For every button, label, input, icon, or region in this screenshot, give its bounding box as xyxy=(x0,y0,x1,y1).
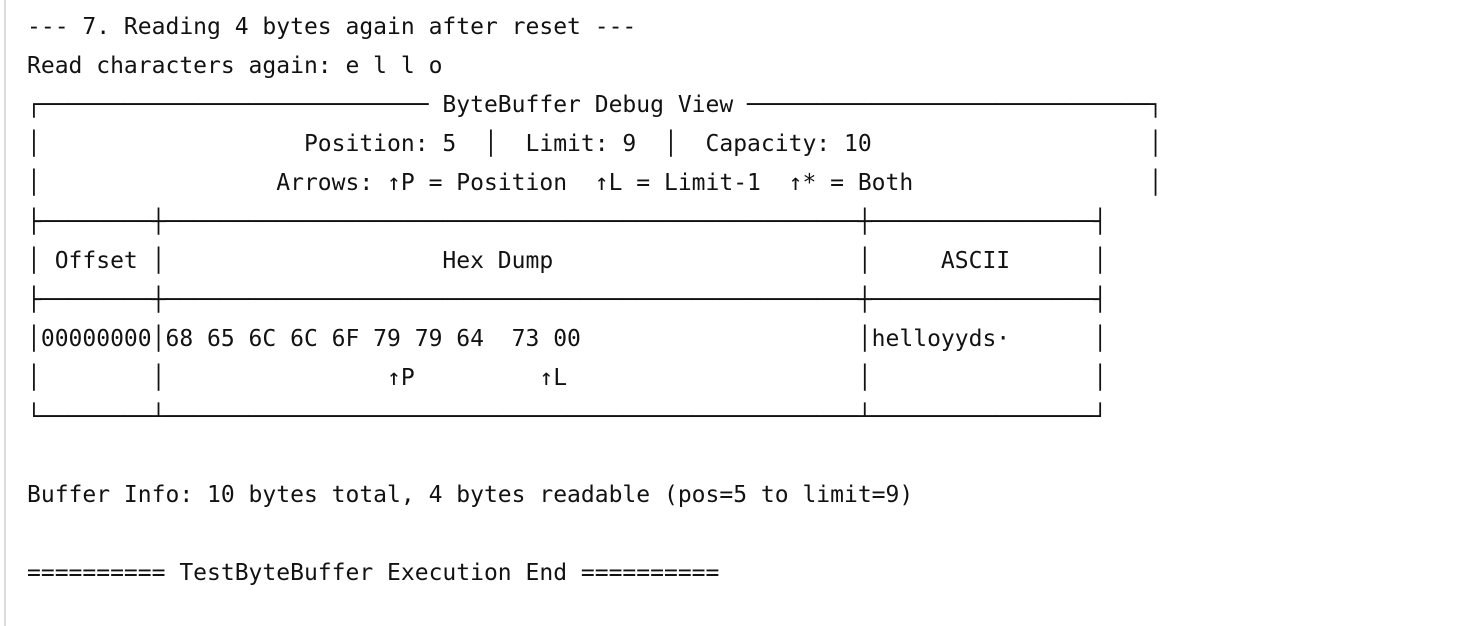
execution-end: ========== TestByteBuffer Execution End … xyxy=(27,560,720,586)
debug-box-stats: │ Position: 5 │ Limit: 9 │ Capacity: 10 … xyxy=(27,131,1163,157)
table-separator-bottom: ├────────┼──────────────────────────────… xyxy=(27,287,1108,313)
terminal-output: --- 7. Reading 4 bytes again after reset… xyxy=(27,8,1162,593)
table-hex-row: │00000000│68 65 6C 6C 6F 79 79 64 73 00 … xyxy=(27,326,1108,352)
blank-line xyxy=(27,515,1162,554)
debug-box-arrow-legend: │ Arrows: ↑P = Position ↑L = Limit-1 ↑* … xyxy=(27,170,1163,196)
read-result: Read characters again: e l l o xyxy=(27,53,443,79)
debug-box-title-border: ┌──────────────────────────── ByteBuffer… xyxy=(27,92,1163,118)
section-header: --- 7. Reading 4 bytes again after reset… xyxy=(27,14,637,40)
table-bottom-border: └────────┴──────────────────────────────… xyxy=(27,404,1108,430)
table-column-headers: │ Offset │ Hex Dump │ ASCII │ xyxy=(27,248,1108,274)
panel-edge-divider xyxy=(4,0,6,626)
buffer-info: Buffer Info: 10 bytes total, 4 bytes rea… xyxy=(27,482,914,508)
table-separator-top: ├────────┼──────────────────────────────… xyxy=(27,209,1108,235)
table-marker-row: │ │ ↑P ↑L │ │ xyxy=(27,365,1108,391)
blank-line xyxy=(27,437,1162,476)
